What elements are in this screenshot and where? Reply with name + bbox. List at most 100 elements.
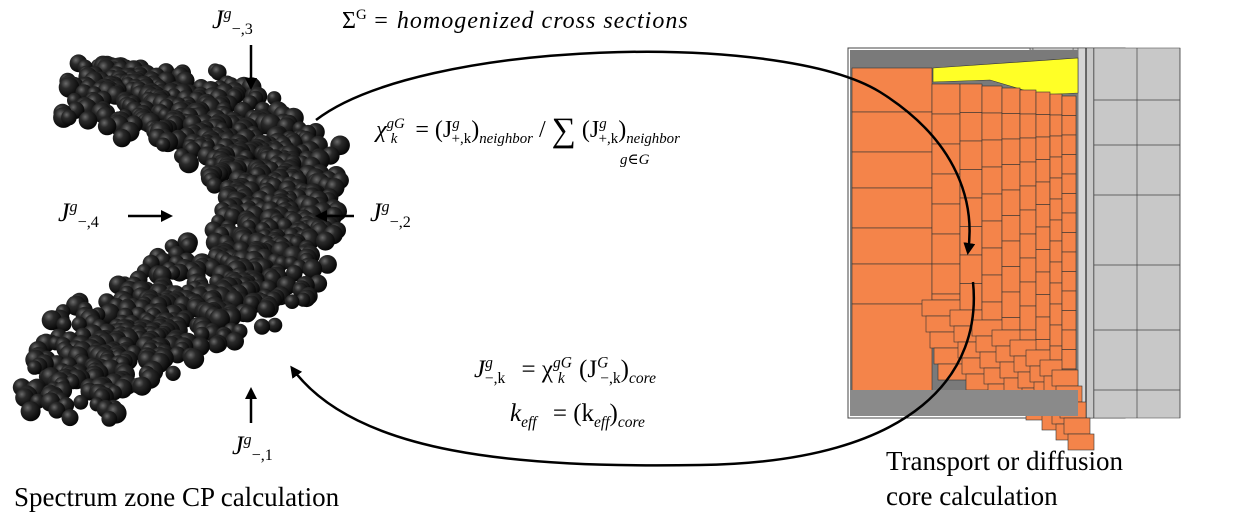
pebble — [257, 300, 276, 318]
fuel-cell — [851, 111, 933, 153]
pebble — [210, 64, 227, 81]
fuel-cell — [981, 166, 1003, 195]
fuel-cell — [959, 254, 983, 284]
fuel-cell — [1035, 316, 1051, 340]
fuel-cell — [1035, 226, 1051, 250]
fuel-cell — [1035, 159, 1051, 183]
fuel-cell — [1001, 189, 1021, 216]
fuel-cell — [1019, 233, 1037, 259]
k-equation: keff = (keff)core — [510, 400, 645, 431]
fuel-cell — [981, 112, 1003, 141]
sum-subscript: g∈G — [620, 152, 650, 168]
fuel-cell — [1049, 93, 1063, 116]
fuel-cell — [1001, 87, 1021, 114]
fuel-cell — [981, 139, 1003, 168]
fuel-cell — [1049, 261, 1063, 284]
pebble — [296, 292, 311, 307]
j-equation: Jg−,k = χgGk (JG−,k)core — [474, 354, 656, 387]
fuel-cell — [1035, 136, 1051, 160]
pebble — [56, 316, 72, 332]
flux-label-bottom: Jg−,1 — [232, 431, 273, 465]
fuel-cell — [1061, 290, 1077, 311]
fuel-cell — [981, 301, 1003, 321]
fuel-cell — [1051, 369, 1079, 387]
fuel-cell — [1049, 282, 1063, 305]
pebble — [180, 237, 197, 254]
flux-label-top: Jg−,3 — [212, 5, 253, 39]
coupling-arrow-to-core — [315, 50, 976, 255]
fuel-cell — [959, 283, 983, 311]
fuel-cell — [1001, 138, 1021, 165]
fuel-cell — [1049, 198, 1063, 221]
fuel-cell — [1061, 173, 1077, 194]
fuel-cell — [1061, 310, 1077, 331]
fuel-cell — [1049, 135, 1063, 158]
pebble — [58, 77, 80, 98]
pebble — [207, 336, 226, 354]
fuel-cell — [1049, 303, 1063, 326]
pebble — [156, 137, 171, 152]
pebble — [239, 305, 256, 323]
fuel-cell — [1061, 115, 1077, 136]
fuel-cell — [981, 247, 1003, 276]
fuel-cell — [1061, 349, 1077, 370]
fuel-cell — [1061, 193, 1077, 214]
fuel-cell — [1001, 113, 1021, 140]
fuel-cell — [931, 203, 961, 235]
pebble — [20, 401, 41, 422]
pebble — [183, 348, 205, 370]
fuel-cell — [1067, 433, 1095, 451]
coupling-arrow-to-zone — [290, 281, 976, 467]
fuel-cell — [1019, 329, 1037, 341]
fuel-cell — [851, 303, 933, 397]
fuel-cell — [1035, 339, 1051, 351]
fuel-cell — [851, 67, 933, 113]
fuel-cell — [981, 220, 1003, 249]
fuel-cell — [1019, 161, 1037, 187]
fuel-cell — [931, 143, 961, 175]
fuel-cell — [981, 193, 1003, 222]
fuel-cell — [1061, 271, 1077, 292]
caption-spectrum-zone: Spectrum zone CP calculation — [14, 482, 340, 512]
fuel-cell — [1035, 294, 1051, 318]
fuel-cell — [1061, 251, 1077, 272]
pebble — [61, 109, 77, 126]
fuel-cell — [981, 274, 1003, 303]
fuel-cell — [1049, 240, 1063, 263]
fuel-cell — [959, 226, 983, 256]
pebble — [284, 294, 300, 310]
caption-core-line2: core calculation — [886, 481, 1058, 511]
fuel-cell — [1035, 181, 1051, 205]
fuel-cell — [959, 112, 983, 142]
chi-equation: χgGk = (Jg+,k)neighbor / ∑ (Jg+,k)neighb… — [376, 112, 680, 149]
fuel-cell — [1001, 317, 1021, 331]
fuel-cell — [1001, 266, 1021, 293]
fuel-cell — [1049, 324, 1063, 347]
fuel-cell — [1019, 89, 1037, 115]
fuel-cell — [1061, 232, 1077, 253]
pebble — [97, 116, 117, 136]
pebble — [73, 394, 89, 410]
pebble — [165, 365, 181, 381]
sigma-equation: ΣG = homogenized cross sections — [342, 7, 689, 34]
fuel-cell — [851, 151, 933, 189]
fuel-cell — [1061, 154, 1077, 175]
fuel-cell — [1061, 212, 1077, 233]
fuel-cell — [959, 83, 983, 113]
fuel-cell — [1019, 305, 1037, 331]
fuel-cell — [931, 173, 961, 205]
pebble-bed-zone — [12, 54, 350, 427]
pebble — [112, 128, 132, 148]
fuel-cell — [1061, 134, 1077, 155]
fuel-cell — [1019, 113, 1037, 139]
fuel-cell — [931, 293, 961, 301]
fuel-cell — [1049, 156, 1063, 179]
pebble — [178, 153, 199, 174]
fuel-cell — [1061, 95, 1077, 116]
pebble — [302, 259, 323, 279]
flux-arrows — [128, 45, 354, 423]
fuel-cell — [1001, 215, 1021, 242]
fuel-cell — [1035, 91, 1051, 115]
